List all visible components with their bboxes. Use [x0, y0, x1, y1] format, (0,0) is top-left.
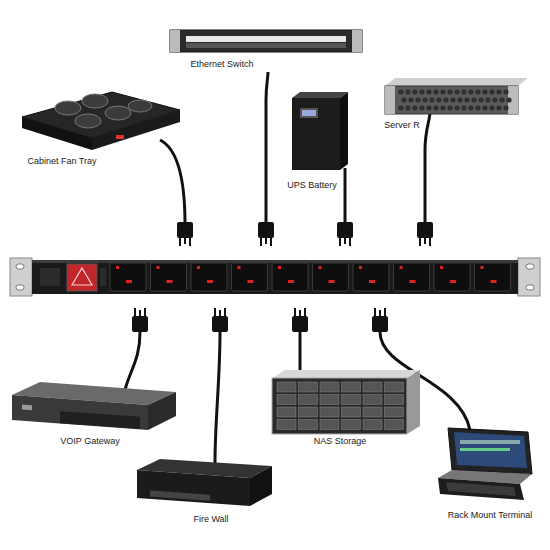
ethernet-switch — [170, 30, 362, 52]
device-label: Fire Wall — [193, 514, 228, 525]
rack-terminal — [438, 428, 532, 500]
device-label: UPS Battery — [287, 180, 337, 191]
ups-battery — [292, 92, 348, 170]
fan-tray — [22, 92, 180, 150]
nas-storage — [272, 370, 420, 434]
device-label: VOIP Gateway — [60, 436, 119, 447]
device-label: Rack Mount Terminal — [448, 510, 532, 521]
power-cables — [125, 72, 470, 463]
device-label: Ethernet Switch — [190, 59, 253, 70]
pdu-strip — [10, 258, 540, 296]
device-label: Server R — [384, 120, 420, 131]
server — [385, 78, 528, 114]
device-label: Cabinet Fan Tray — [27, 156, 96, 167]
firewall — [137, 459, 272, 506]
device-label: NAS Storage — [314, 436, 367, 447]
plugs — [132, 222, 433, 332]
voip-gateway — [12, 382, 176, 430]
